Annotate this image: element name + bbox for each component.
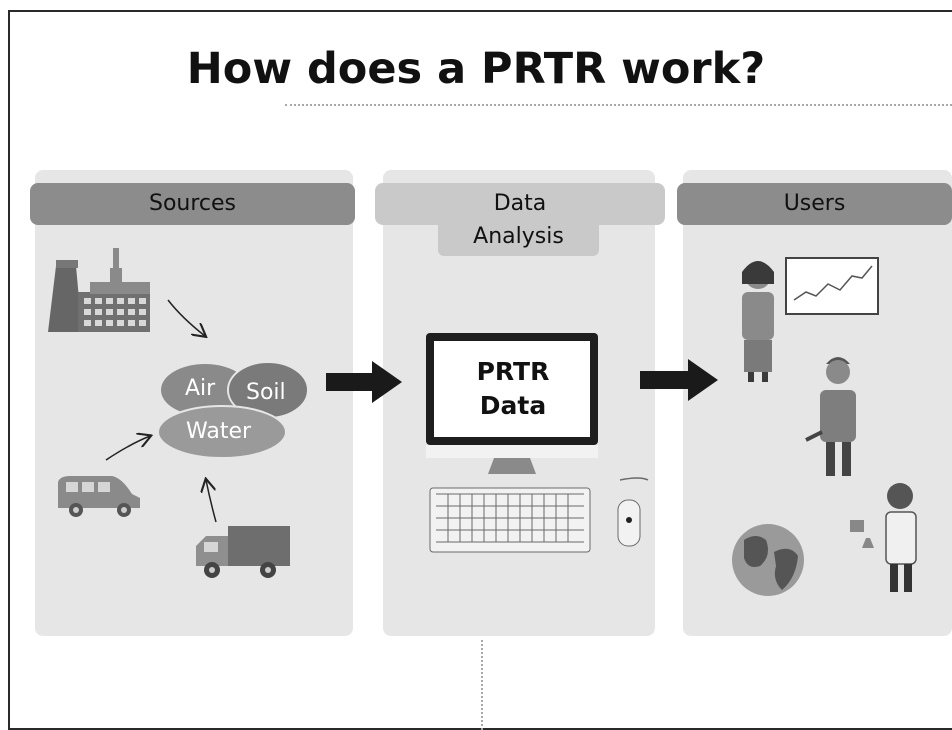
van-to-media-arrow xyxy=(105,436,150,461)
sources-header-label: Sources xyxy=(148,191,237,216)
mouse-icon xyxy=(617,477,649,547)
bottom-divider xyxy=(481,640,483,730)
truck-to-media-arrow xyxy=(206,480,217,523)
globe-icon xyxy=(732,524,804,596)
monitor-text-line1: PRTR xyxy=(476,357,550,386)
truck-icon xyxy=(196,526,290,578)
van-icon xyxy=(58,476,140,517)
analysis-header-line1: Data xyxy=(493,191,547,216)
analyst-person-icon xyxy=(742,261,774,382)
title-divider xyxy=(285,104,952,106)
analysis-to-users-arrow xyxy=(640,359,718,401)
factory-to-media-arrow xyxy=(167,299,205,336)
sources-to-analysis-arrow xyxy=(326,361,402,403)
users-header-label: Users xyxy=(783,191,846,216)
line-chart-icon xyxy=(785,257,879,315)
monitor-text: PRTR Data xyxy=(430,355,596,423)
factory-icon xyxy=(48,248,150,332)
monitor-text-line2: Data xyxy=(479,391,547,420)
air-label: Air xyxy=(185,376,216,401)
scientist-person-icon xyxy=(850,483,917,592)
worker-person-icon xyxy=(805,357,856,476)
page-title: How does a PRTR work? xyxy=(186,44,766,94)
soil-label: Soil xyxy=(246,380,286,405)
sources-header: Sources xyxy=(30,183,355,225)
analysis-header-tab: Analysis xyxy=(438,222,599,256)
keyboard-icon xyxy=(429,487,591,553)
monitor-icon xyxy=(426,333,598,474)
users-header: Users xyxy=(677,183,952,225)
analysis-header xyxy=(375,183,665,225)
media-blobs xyxy=(157,361,309,459)
water-label: Water xyxy=(186,419,252,444)
analysis-header-line2: Analysis xyxy=(473,224,564,249)
